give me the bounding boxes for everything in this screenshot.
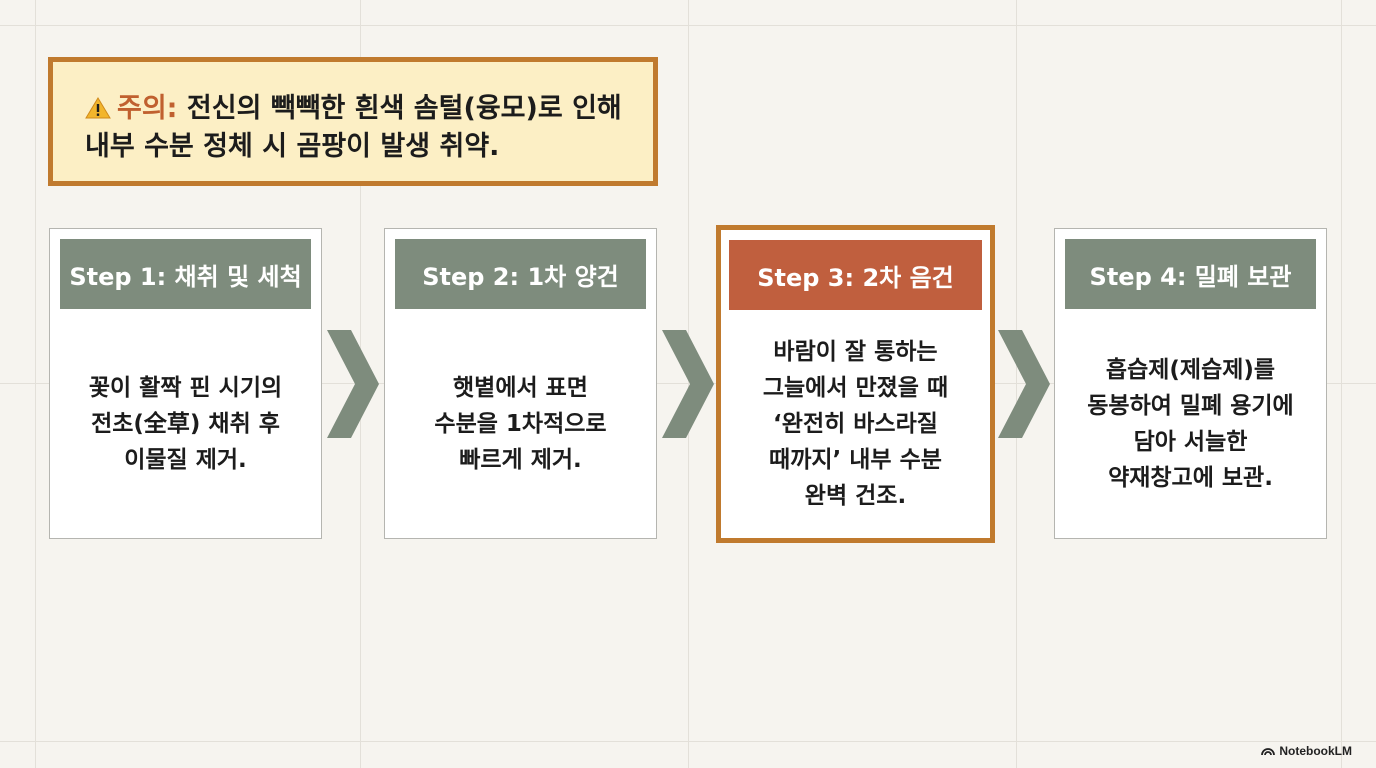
grid-line — [35, 0, 36, 768]
step-1-line: 이물질 제거. — [124, 446, 247, 473]
grid-line — [688, 0, 689, 768]
step-3-line: 그늘에서 만졌을 때 — [762, 375, 949, 401]
step-4-description: 흡습제(제습제)를 동봉하여 밀폐 용기에 담아 서늘한 약재창고에 보관. — [1067, 309, 1314, 538]
step-1-description: 꽃이 활짝 핀 시기의 전초(全草) 채취 후 이물질 제거. — [62, 309, 309, 538]
step-2-title: Step 2: 1차 양건 — [395, 239, 646, 309]
step-1-title: Step 1: 채취 및 세척 — [60, 239, 311, 309]
grid-line — [0, 383, 1376, 384]
step-4-line: 약재창고에 보관. — [1108, 464, 1273, 491]
step-1-line: 전초(全草) 채취 후 — [91, 410, 280, 437]
step-1-line: 꽃이 활짝 핀 시기의 — [88, 374, 283, 401]
warning-line-1: 주의: 전신의 빽빽한 흰색 솜털(융모)로 인해 — [85, 90, 623, 128]
grid-line — [1016, 0, 1017, 768]
step-2-line: 수분을 1차적으로 — [434, 410, 607, 437]
step-card-1: Step 1: 채취 및 세척 꽃이 활짝 핀 시기의 전초(全草) 채취 후 … — [49, 228, 322, 539]
step-4-line: 동봉하여 밀폐 용기에 — [1087, 392, 1294, 419]
step-4-line: 흡습제(제습제)를 — [1105, 356, 1276, 383]
step-4-line: 담아 서늘한 — [1133, 428, 1248, 455]
warning-callout: 주의: 전신의 빽빽한 흰색 솜털(융모)로 인해 내부 수분 정체 시 곰팡이… — [48, 57, 658, 186]
step-card-2: Step 2: 1차 양건 햇볕에서 표면 수분을 1차적으로 빠르게 제거. — [384, 228, 657, 539]
grid-line — [0, 25, 1376, 26]
step-2-description: 햇볕에서 표면 수분을 1차적으로 빠르게 제거. — [397, 309, 644, 538]
chevron-right-icon — [998, 330, 1050, 438]
notebooklm-logo-icon — [1261, 748, 1276, 756]
step-3-line: 때까지’ 내부 수분 — [769, 447, 942, 473]
step-4-title: Step 4: 밀폐 보관 — [1065, 239, 1316, 309]
step-3-line: 바람이 잘 통하는 — [773, 339, 938, 365]
brand-watermark: NotebookLM — [1261, 744, 1352, 758]
warning-text-1: 전신의 빽빽한 흰색 솜털(융모)로 인해 — [177, 93, 622, 124]
step-3-line: ‘완전히 바스라질 — [773, 411, 938, 437]
step-2-line: 빠르게 제거. — [459, 446, 582, 473]
warning-label: 주의: — [117, 93, 178, 124]
step-2-line: 햇볕에서 표면 — [453, 374, 588, 401]
brand-name: NotebookLM — [1279, 744, 1352, 758]
step-card-3: Step 3: 2차 음건 바람이 잘 통하는 그늘에서 만졌을 때 ‘완전히 … — [716, 225, 995, 543]
chevron-right-icon — [327, 330, 379, 438]
step-3-title: Step 3: 2차 음건 — [729, 240, 982, 310]
chevron-right-icon — [662, 330, 714, 438]
grid-line — [0, 741, 1376, 742]
warning-icon — [85, 97, 111, 119]
warning-text-2: 내부 수분 정체 시 곰팡이 발생 취약. — [85, 131, 500, 162]
step-3-description: 바람이 잘 통하는 그늘에서 만졌을 때 ‘완전히 바스라질 때까지’ 내부 수… — [733, 310, 978, 538]
step-card-4: Step 4: 밀폐 보관 흡습제(제습제)를 동봉하여 밀폐 용기에 담아 서… — [1054, 228, 1327, 539]
grid-line — [1341, 0, 1342, 768]
step-3-line: 완벽 건조. — [804, 483, 907, 509]
